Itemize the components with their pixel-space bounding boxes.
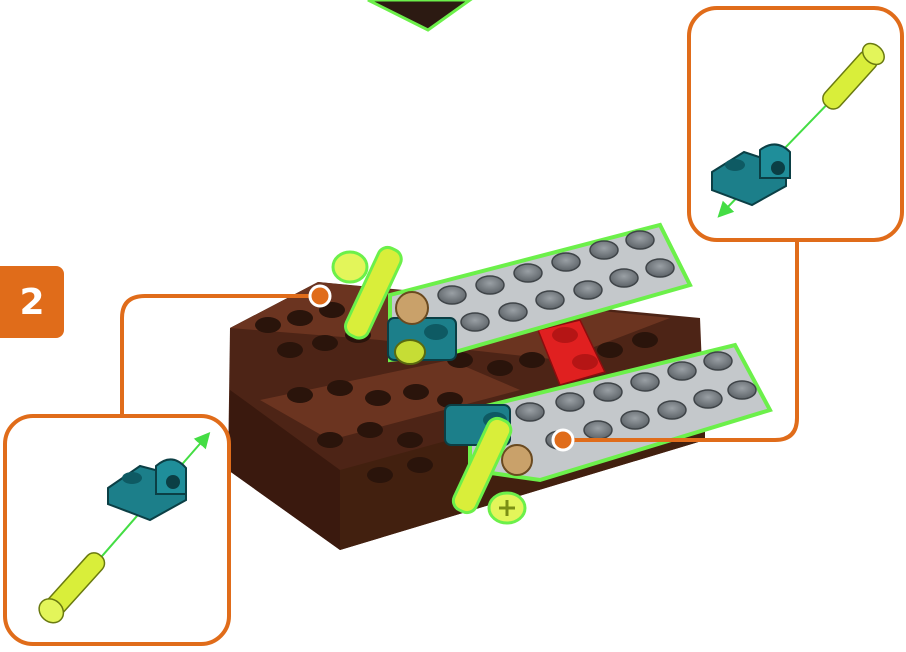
previous-assembly-fragment — [368, 0, 470, 30]
callout-top-right — [689, 8, 902, 240]
step-number: 2 — [19, 282, 44, 323]
callout-bottom-left — [5, 416, 229, 644]
step-number-badge: 2 — [0, 266, 64, 338]
